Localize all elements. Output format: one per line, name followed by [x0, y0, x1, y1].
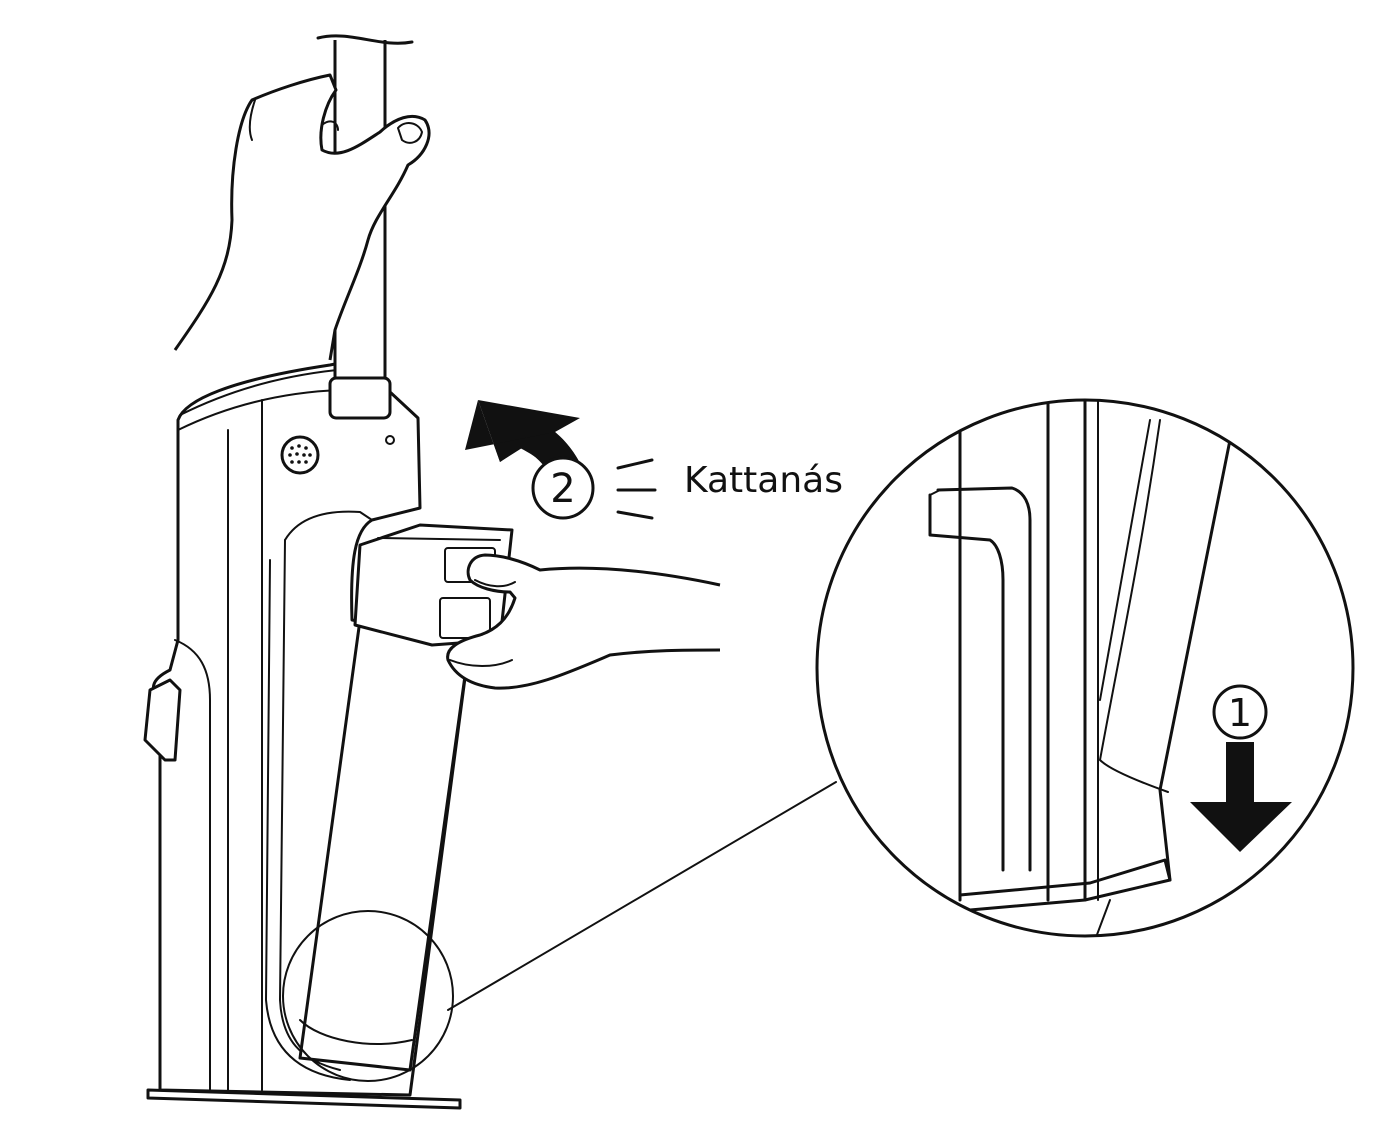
- tank-bottom-curve: [299, 1019, 413, 1045]
- zoom-leader-line: [447, 781, 837, 1011]
- zoom-detail: 1: [815, 398, 1355, 938]
- step-2-arrow: 2: [465, 400, 595, 520]
- top-cap-line-2: [177, 389, 341, 431]
- channel-top: [284, 510, 373, 541]
- click-sound-icon: [616, 458, 657, 520]
- knuckle-line: [248, 99, 256, 141]
- speaker-grille: [280, 435, 320, 475]
- finger-crease: [321, 120, 339, 131]
- latch-edge: [377, 537, 501, 541]
- latch-slot-lower: [439, 597, 491, 639]
- channel-left: [279, 539, 341, 1071]
- click-label: Kattanás: [684, 460, 843, 501]
- floor-base: [146, 1088, 462, 1110]
- side-contour: [174, 639, 211, 1091]
- step-1-number: 1: [1228, 691, 1252, 735]
- side-bumper: [143, 678, 182, 762]
- handle-collar: [328, 376, 392, 420]
- step-1-arrow: 1: [1190, 684, 1292, 852]
- zoom-source-circle: [282, 910, 454, 1082]
- down-arrow-icon: [1190, 742, 1292, 852]
- upper-hand: [173, 73, 431, 361]
- lower-hand: [446, 553, 721, 690]
- handle-top: [316, 34, 414, 45]
- step-2-number: 2: [550, 466, 575, 512]
- finger-line: [449, 659, 513, 667]
- channel-left-outer: [265, 559, 351, 1081]
- thumb-line: [474, 579, 516, 588]
- thumbnail: [397, 122, 423, 144]
- step-1-badge: [1212, 684, 1268, 740]
- step-2-badge: [531, 456, 595, 520]
- indicator-led: [385, 435, 395, 445]
